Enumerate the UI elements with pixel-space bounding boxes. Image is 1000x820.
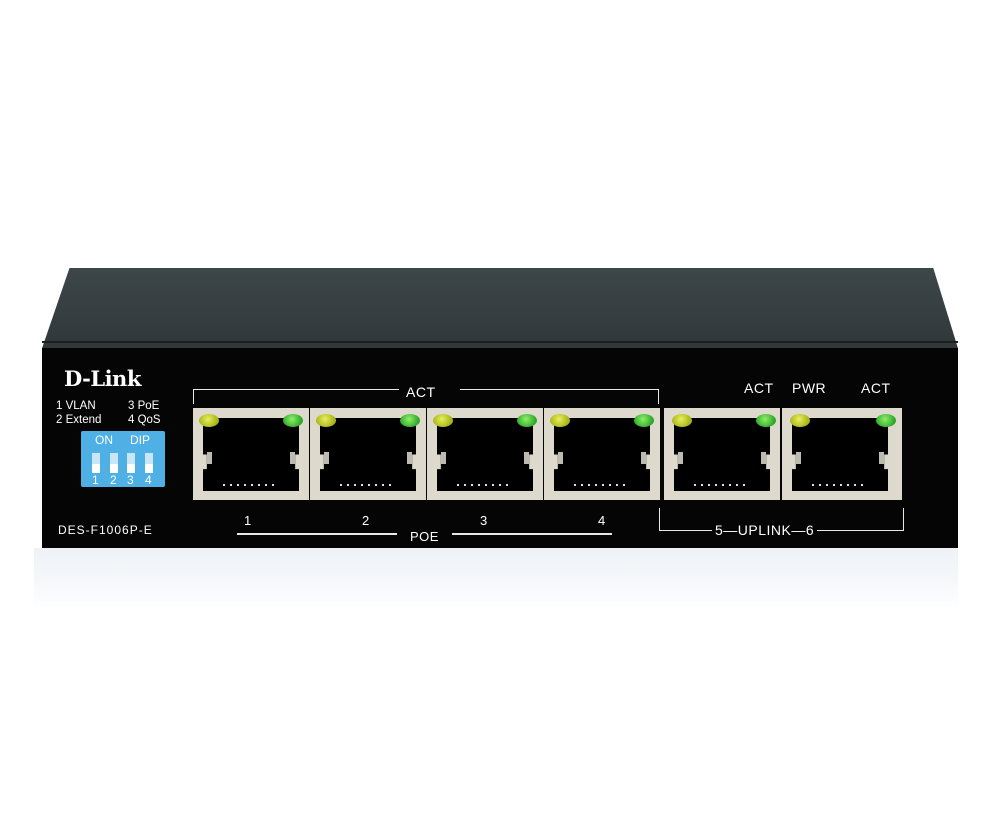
rj45-socket	[437, 418, 533, 491]
product-shadow	[34, 548, 958, 608]
ethernet-port-1[interactable]	[193, 408, 309, 500]
uplink-act-left-label: ACT	[744, 380, 774, 396]
act-group-label: ACT	[406, 384, 436, 400]
uplink-act-right-label: ACT	[861, 380, 891, 396]
poe-led-1	[199, 414, 219, 427]
port-clip	[558, 452, 563, 464]
act-led-2	[400, 414, 420, 427]
dip-switch-block[interactable]: ON DIP 1 2 3 4	[81, 431, 165, 487]
port-clip	[290, 452, 295, 464]
dip-legend-right: 3 PoE 4 QoS	[128, 399, 161, 427]
dip-number-1: 1	[92, 473, 99, 487]
act-led-3	[517, 414, 537, 427]
port-pins	[223, 484, 279, 486]
port-clip	[879, 452, 884, 464]
act-bracket-right	[460, 389, 659, 404]
port-clip	[524, 452, 529, 464]
port-pins	[340, 484, 396, 486]
dip-legend-poe: 3 PoE	[128, 400, 160, 412]
poe-led-3	[433, 414, 453, 427]
port-number-1: 1	[244, 513, 252, 528]
dip-number-4: 4	[145, 473, 152, 487]
dip-label: DIP	[130, 433, 151, 447]
rj45-socket	[792, 418, 888, 491]
port-clip	[761, 452, 766, 464]
port-clip	[441, 452, 446, 464]
pwr-led-5	[672, 414, 692, 427]
dip-switch-2[interactable]	[110, 453, 118, 473]
port-clip	[407, 452, 412, 464]
poe-led-4	[550, 414, 570, 427]
port-pins	[694, 484, 750, 486]
rj45-socket	[554, 418, 650, 491]
rj45-socket	[203, 418, 299, 491]
dip-legend-qos: 4 QoS	[128, 414, 161, 426]
poe-line-right	[452, 533, 612, 535]
top-cover-seam	[42, 341, 958, 343]
dip-switch-3[interactable]	[127, 453, 135, 473]
dip-number-3: 3	[127, 473, 134, 487]
dip-on-label: ON	[95, 433, 113, 447]
port-clip	[678, 452, 683, 464]
act-led-1	[283, 414, 303, 427]
act-led-5	[756, 414, 776, 427]
model-number: DES-F1006P-E	[58, 523, 153, 537]
dip-number-2: 2	[110, 473, 117, 487]
dip-legend-left: 1 VLAN 2 Extend	[56, 399, 101, 427]
poe-led-2	[316, 414, 336, 427]
ethernet-port-3[interactable]	[427, 408, 543, 500]
rj45-socket	[674, 418, 770, 491]
pwr-label: PWR	[792, 380, 827, 396]
dip-legend-vlan: 1 VLAN	[56, 400, 96, 412]
ethernet-port-2[interactable]	[310, 408, 426, 500]
port-clip	[207, 452, 212, 464]
rj45-socket	[320, 418, 416, 491]
port-number-2: 2	[362, 513, 370, 528]
port-clip	[324, 452, 329, 464]
dip-switch-4[interactable]	[145, 453, 153, 473]
port-number-4: 4	[598, 513, 606, 528]
act-led-6	[876, 414, 896, 427]
port-number-3: 3	[480, 513, 488, 528]
dip-legend-extend: 2 Extend	[56, 414, 102, 426]
ethernet-port-4[interactable]	[544, 408, 660, 500]
port-clip	[641, 452, 646, 464]
uplink-port-5[interactable]	[664, 408, 780, 500]
uplink-port-6[interactable]	[782, 408, 902, 500]
uplink-label: 5—UPLINK—6	[712, 522, 818, 538]
poe-line-left	[237, 533, 397, 535]
port-pins	[457, 484, 513, 486]
port-clip	[796, 452, 801, 464]
port-pins	[574, 484, 630, 486]
pwr-led-6	[790, 414, 810, 427]
port-pins	[812, 484, 868, 486]
act-bracket-left	[193, 389, 399, 404]
poe-label: POE	[410, 529, 439, 544]
brand-logo: D-Link	[64, 366, 141, 391]
act-led-4	[634, 414, 654, 427]
dip-switch-1[interactable]	[92, 453, 100, 473]
switch-top-cover	[42, 268, 958, 349]
